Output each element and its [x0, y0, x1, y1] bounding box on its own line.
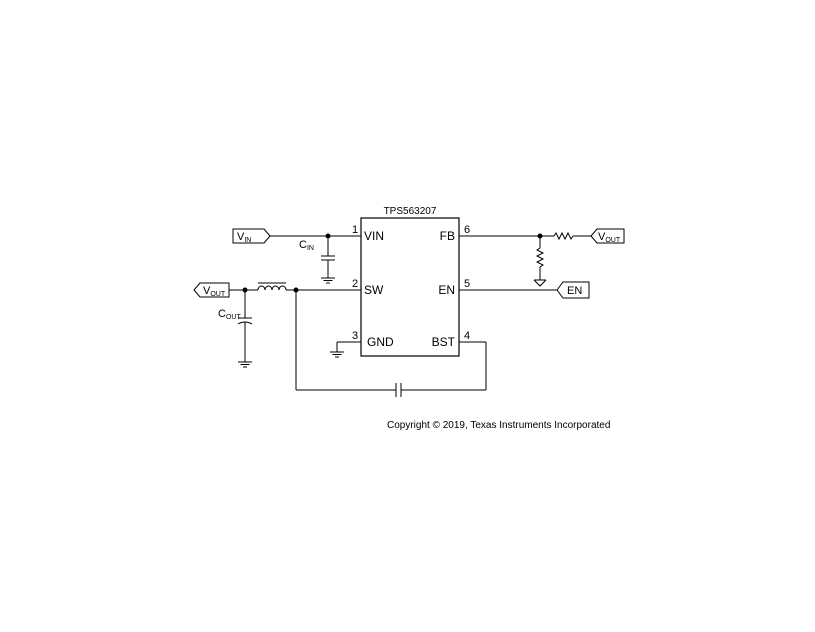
chip-name: TPS563207 [384, 206, 437, 217]
cout-label: COUT [218, 308, 241, 321]
cout-ground-icon [238, 361, 252, 368]
pin-name-vin: VIN [364, 229, 384, 243]
svg-text:VOUT: VOUT [203, 285, 226, 298]
bootstrap-loop-wire [295, 290, 487, 391]
vout-port-left: VOUT [193, 282, 230, 298]
en-port: EN [556, 281, 590, 299]
svg-text:EN: EN [567, 285, 582, 297]
cout-capacitor [237, 290, 253, 362]
cin-ground-icon [321, 277, 335, 284]
fb-bottom-resistor [535, 247, 545, 268]
pin-name-sw: SW [364, 283, 384, 297]
cin-label: CIN [299, 239, 314, 252]
svg-text:VIN: VIN [237, 231, 251, 244]
cin-capacitor [321, 236, 335, 278]
pin-name-bst: BST [432, 335, 456, 349]
pin-number-6: 6 [464, 224, 470, 236]
fb-ground-icon [533, 279, 547, 287]
pin-number-2: 2 [352, 278, 358, 290]
pin-number-1: 1 [352, 224, 358, 236]
pin-name-fb: FB [440, 229, 455, 243]
inductor [257, 282, 287, 291]
svg-text:VOUT: VOUT [598, 231, 621, 244]
chip-ground-icon [330, 351, 344, 358]
copyright-text: Copyright © 2019, Texas Instruments Inco… [387, 420, 610, 431]
pin-number-5: 5 [464, 278, 470, 290]
pin-number-4: 4 [464, 330, 470, 342]
pin-name-gnd: GND [367, 335, 394, 349]
chip-body [360, 217, 460, 357]
gnd-pin-wire [336, 341, 361, 352]
vin-port: VIN [232, 228, 271, 244]
vout-port-right: VOUT [590, 228, 625, 244]
fb-top-resistor [553, 231, 574, 241]
bootstrap-capacitor [395, 383, 402, 397]
pin-name-en: EN [438, 283, 455, 297]
pin-number-3: 3 [352, 330, 358, 342]
